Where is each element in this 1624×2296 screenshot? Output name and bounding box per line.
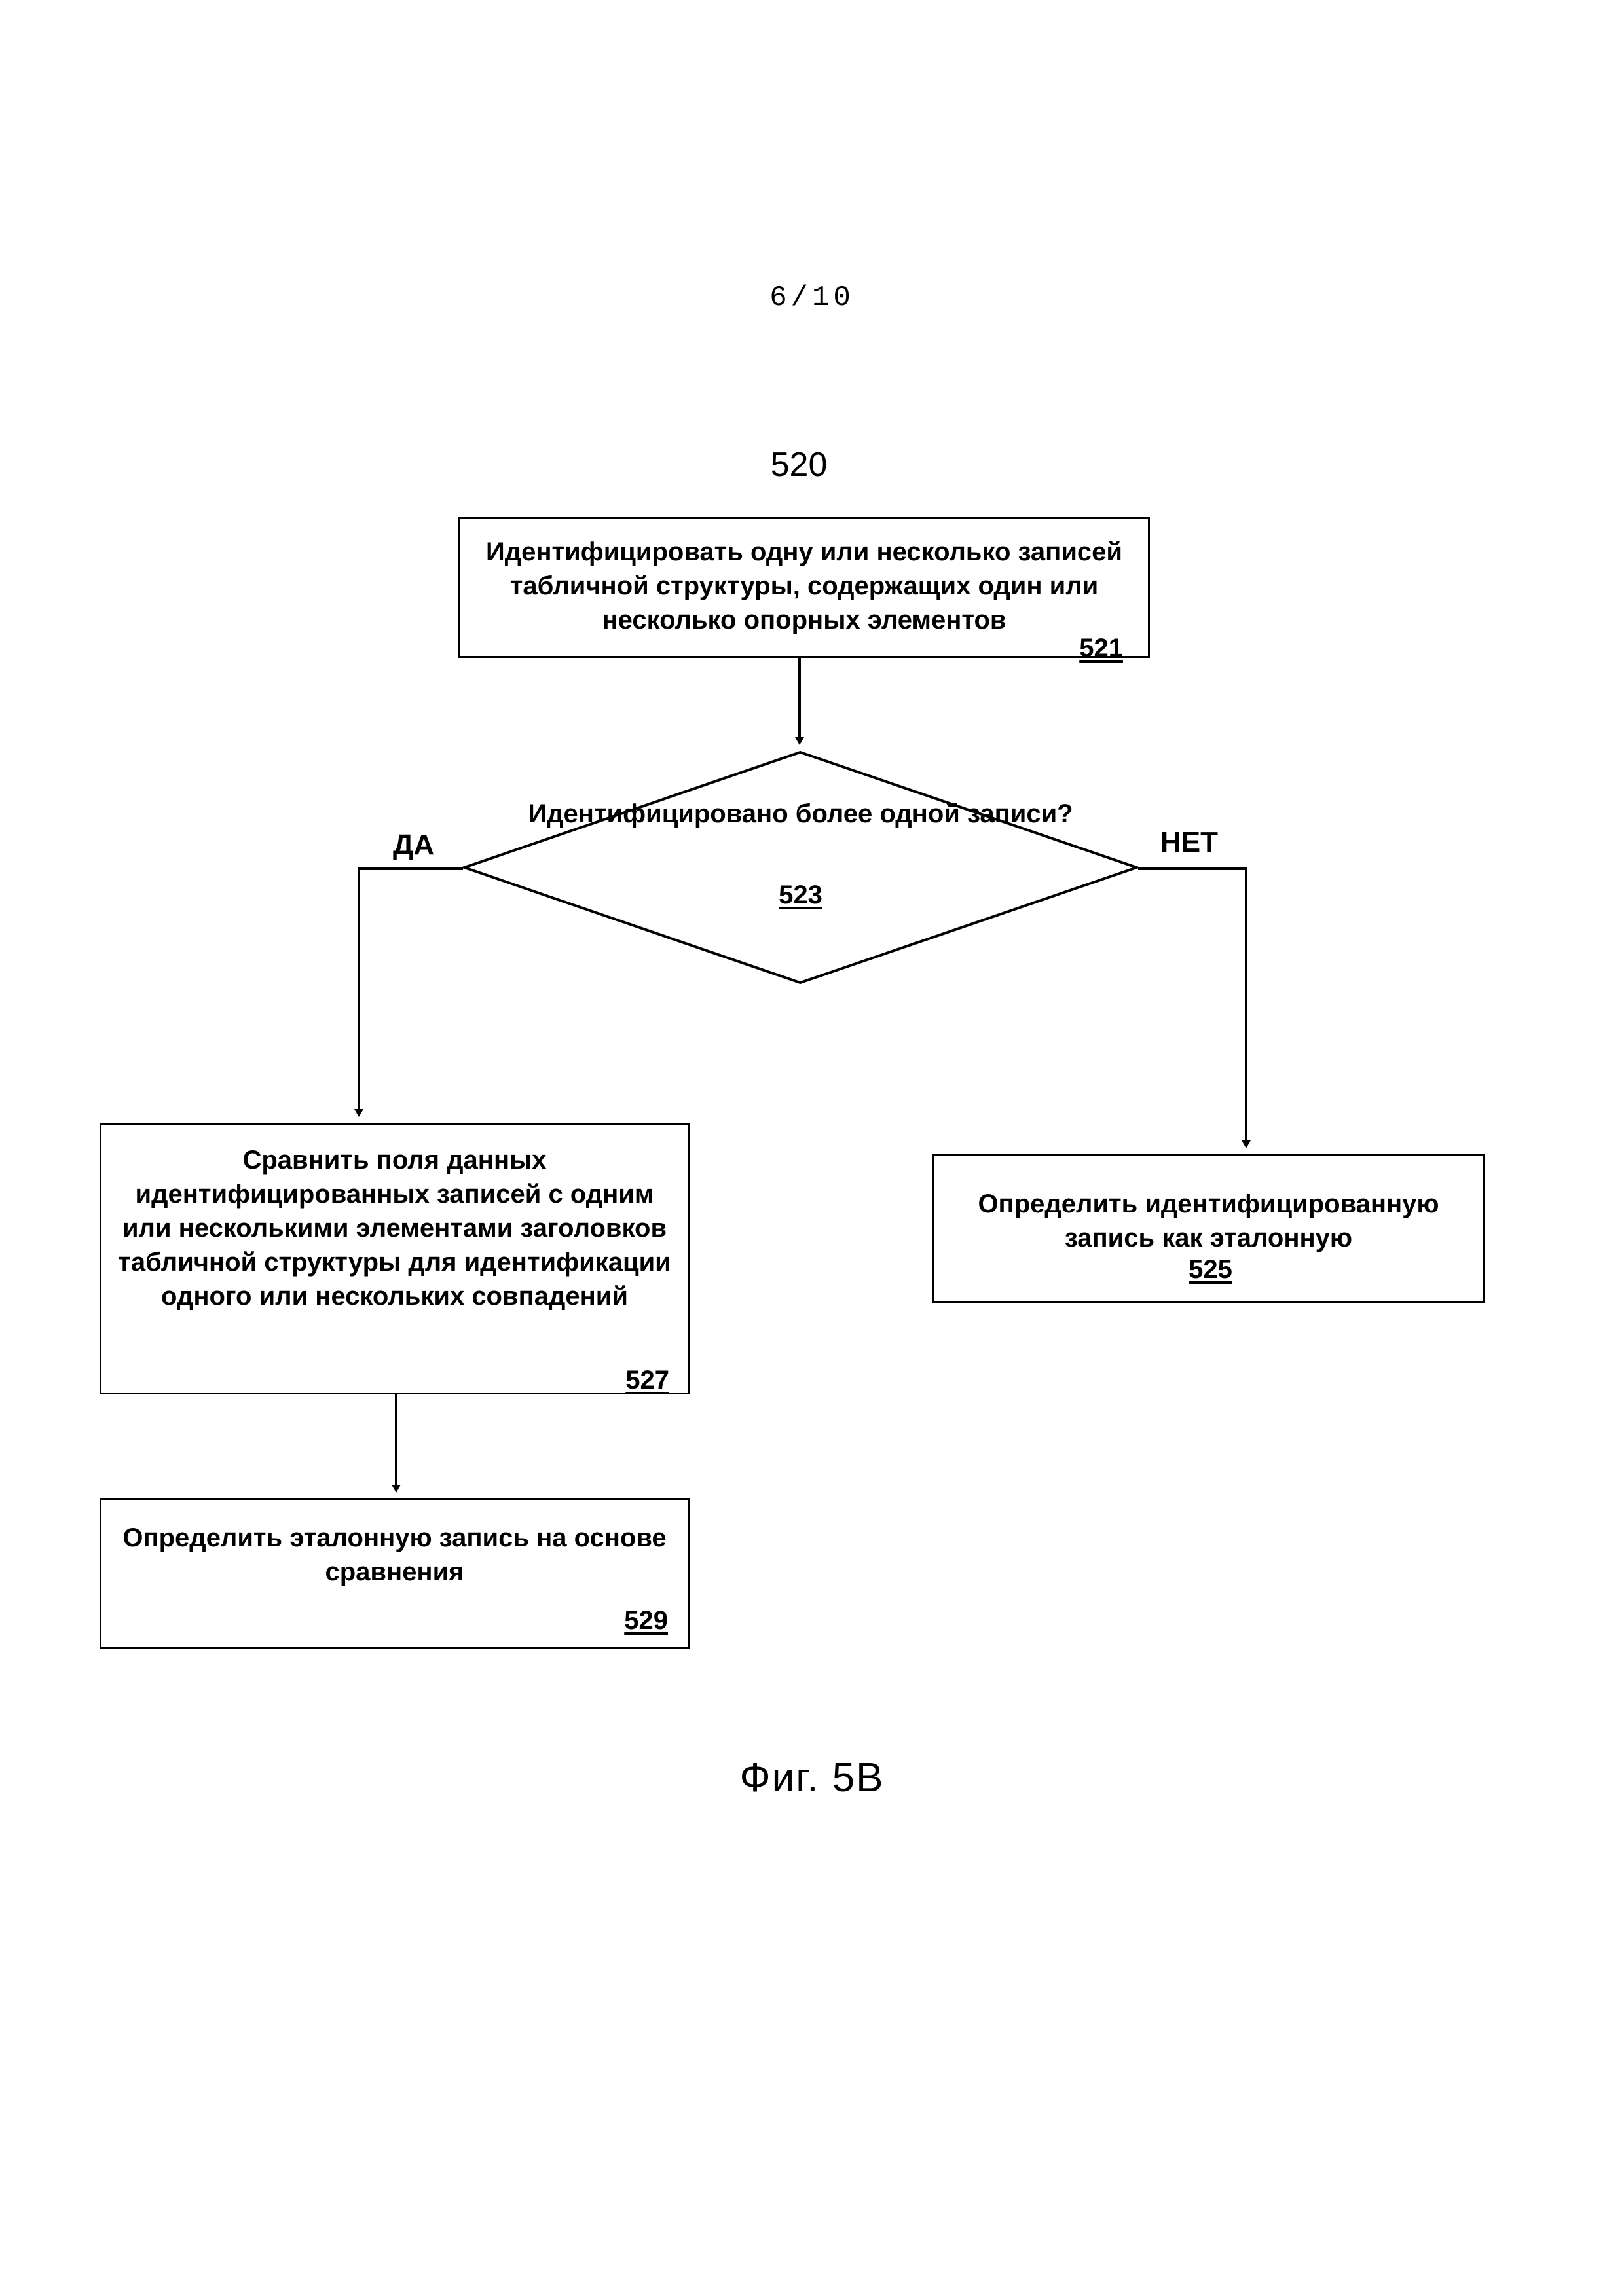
decision-node-523: Идентифицировано более одной записи? 523: [462, 750, 1139, 985]
process-node-527: Сравнить поля данных идентифицированных …: [100, 1123, 690, 1394]
decision-node-523-ref: 523: [779, 881, 822, 909]
decision-node-523-text: Идентифицировано более одной записи?: [528, 799, 1073, 828]
branch-label-no: НЕТ: [1160, 826, 1218, 858]
edge-523-to-527-yes: [354, 867, 463, 1117]
figure-caption: Фиг. 5B: [739, 1755, 885, 1800]
process-node-521: Идентифицировать одну или несколько запи…: [458, 517, 1150, 663]
process-node-529-text: Определить эталонную запись на основе ср…: [122, 1523, 667, 1586]
process-node-525-ref: 525: [1189, 1255, 1232, 1284]
edge-523-to-525-no: [1138, 867, 1251, 1148]
branch-label-yes: ДА: [393, 829, 435, 861]
process-node-525: Определить идентифицированную запись как…: [932, 1154, 1485, 1303]
process-node-527-text: Сравнить поля данных идентифицированных …: [118, 1146, 671, 1311]
page-number: 6/10: [769, 282, 855, 314]
decision-diamond-shape: [462, 750, 1139, 985]
process-node-529: Определить эталонную запись на основе ср…: [100, 1498, 690, 1649]
process-node-529-ref: 529: [624, 1606, 668, 1635]
flowchart-reference-numeral: 520: [770, 446, 828, 484]
process-node-521-ref: 521: [1079, 634, 1123, 663]
process-node-521-text: Идентифицировать одну или несколько запи…: [485, 538, 1122, 634]
process-node-525-text: Определить идентифицированную запись как…: [978, 1190, 1439, 1252]
process-node-527-ref: 527: [625, 1366, 669, 1394]
